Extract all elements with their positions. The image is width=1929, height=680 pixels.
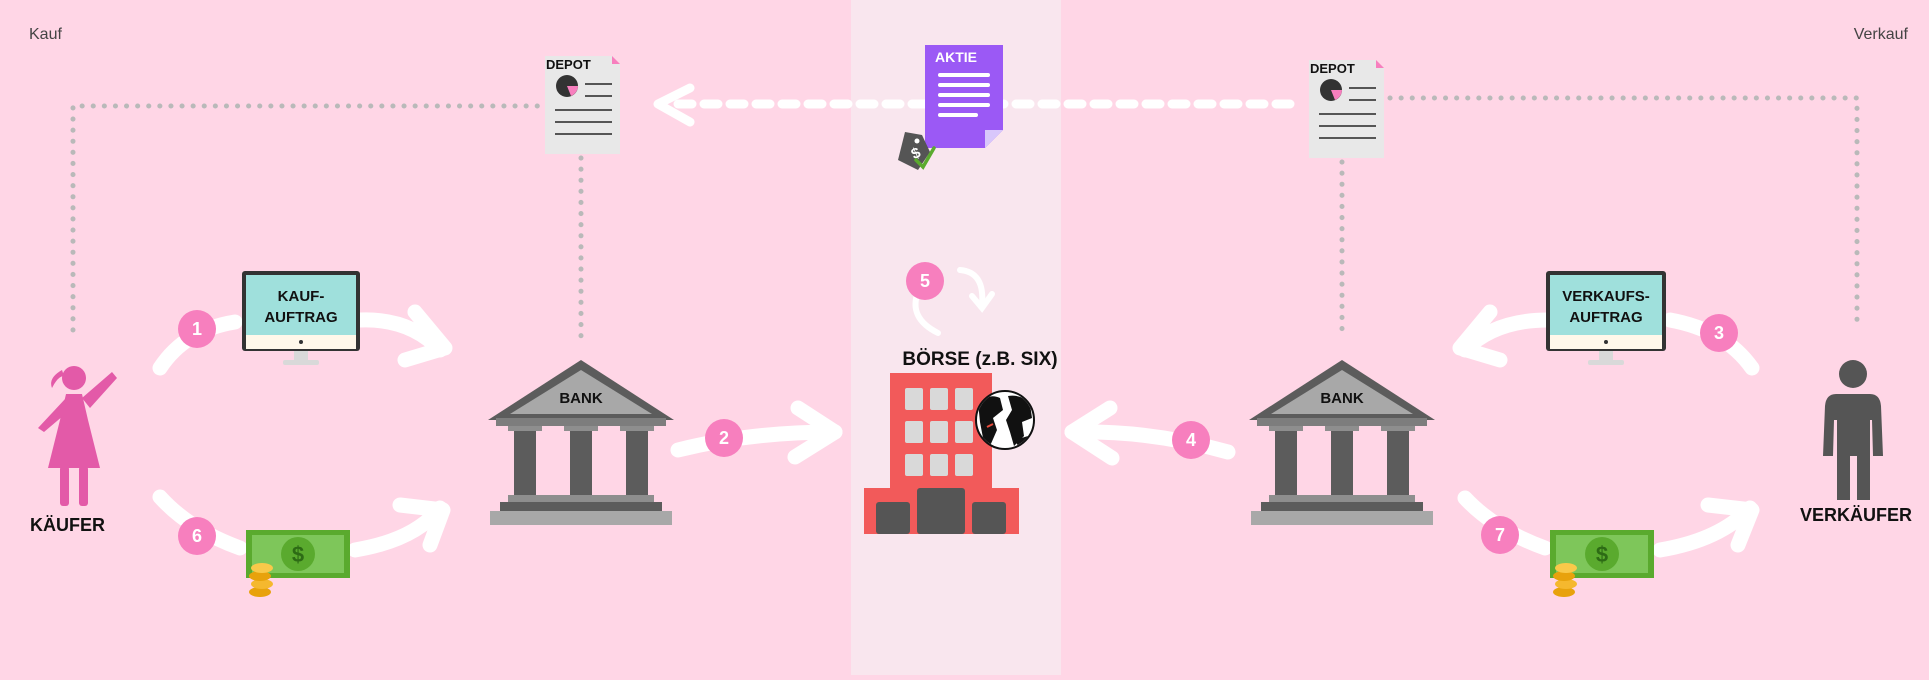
svg-text:$: $ (1596, 542, 1608, 567)
label-kauf: Kauf (29, 26, 62, 43)
step-badge-5: 5 (906, 262, 944, 300)
step-badge-6: 6 (178, 517, 216, 555)
step-badge-3: 3 (1700, 314, 1738, 352)
bank-label-right: BANK (1320, 390, 1363, 407)
stock-document-icon (925, 45, 1003, 148)
step-badge-1: 1 (178, 310, 216, 348)
aktie-label: AKTIE (935, 49, 977, 65)
monitor-right-line2: AUFTRAG (1569, 309, 1642, 326)
monitor-left-line2: AUFTRAG (264, 309, 337, 326)
price-tag-icon: $ (898, 132, 936, 170)
svg-text:$: $ (292, 542, 304, 567)
dotted-connectors (70, 95, 1860, 343)
seller-label: VERKÄUFER (1800, 505, 1913, 525)
step-badge-7: 7 (1481, 516, 1519, 554)
bank-label-left: BANK (559, 390, 602, 407)
label-verkauf: Verkauf (1853, 26, 1908, 43)
coins-icon-left (249, 563, 273, 597)
step-badge-2: 2 (705, 419, 743, 457)
bank-icon-right (1249, 360, 1435, 525)
depot-document-icon-right (1309, 60, 1384, 158)
monitor-left-line1: KAUF- (278, 288, 325, 305)
depot-label-right: DEPOT (1310, 61, 1355, 76)
depot-document-icon-left (545, 56, 620, 154)
monitor-right-line1: VERKAUFS- (1562, 288, 1650, 305)
man-icon (1823, 360, 1883, 500)
buyer-label: KÄUFER (30, 515, 105, 535)
building-icon (864, 373, 1019, 534)
globe-icon (975, 390, 1035, 450)
monitor-icon-left (242, 271, 360, 365)
coins-icon-right (1553, 563, 1577, 597)
bank-icon-left (488, 360, 674, 525)
step-badge-4: 4 (1172, 421, 1210, 459)
exchange-title: BÖRSE (z.B. SIX) (902, 349, 1058, 370)
woman-icon (38, 366, 117, 506)
depot-label-left: DEPOT (546, 57, 591, 72)
monitor-icon-right (1546, 271, 1666, 365)
